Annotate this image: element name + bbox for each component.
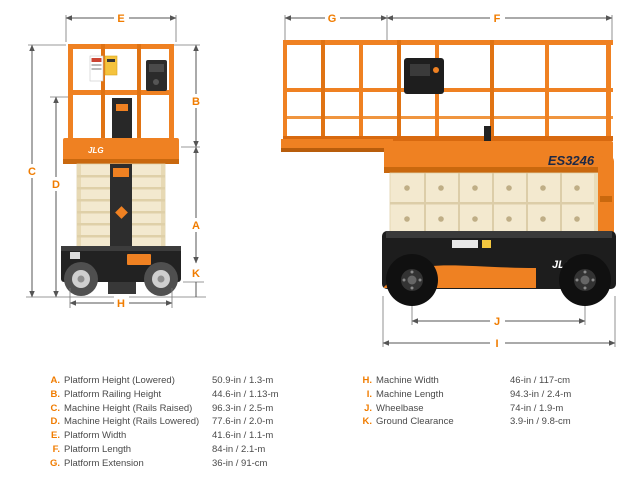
spec-letter: D. [50, 416, 61, 428]
svg-text:B: B [192, 96, 200, 108]
left-machine-railing [68, 44, 174, 140]
left-machine-platform: JLG [63, 138, 179, 164]
dim-label-i: I [490, 336, 505, 350]
right-machine-railing [283, 40, 613, 144]
svg-text:A: A [192, 220, 200, 232]
spec-letter: F. [52, 443, 60, 455]
spec-name: Platform Length [64, 443, 132, 455]
left-machine-brand-logo: JLG [88, 146, 104, 155]
spec-value: 50.9-in / 1.3-m [212, 375, 274, 386]
spec-col-left: A. Platform Height (Lowered) 50.9-in / 1… [44, 374, 344, 471]
svg-text:E: E [117, 13, 124, 25]
spec-row-b: B. Platform Railing Height 44.6-in / 1.1… [44, 388, 344, 402]
spec-value: 36-in / 91-cm [212, 457, 268, 469]
spec-name: Machine Height (Rails Raised) [64, 402, 193, 414]
spec-row-f: F. Platform Length 84-in / 2.1-m [44, 443, 344, 457]
right-machine-control-box [404, 58, 444, 94]
spec-letter: A. [50, 375, 61, 386]
dim-label-c: C [25, 164, 39, 178]
dim-label-e: E [114, 11, 129, 25]
spec-name: Machine Height (Rails Lowered) [64, 416, 200, 428]
svg-text:F: F [494, 13, 501, 25]
spec-letter: H. [362, 375, 373, 386]
spec-name: Machine Width [376, 375, 439, 386]
spec-letter: J. [364, 402, 372, 414]
spec-row-d: D. Machine Height (Rails Lowered) 77.6-i… [44, 415, 344, 429]
spec-row-c: C. Machine Height (Rails Raised) 96.3-in… [44, 402, 344, 416]
right-machine-scissor-stack [389, 172, 603, 236]
spec-name: Platform Extension [64, 457, 144, 469]
spec-name: Platform Railing Height [64, 388, 162, 400]
right-machine-platform: ES3246 [384, 141, 613, 173]
left-machine-mast [112, 98, 132, 140]
spec-letter: G. [49, 457, 60, 469]
spec-name: Platform Height (Lowered) [64, 375, 175, 386]
left-machine-scissor-stack [76, 163, 166, 251]
svg-text:H: H [117, 298, 125, 310]
dim-label-j: J [490, 314, 505, 328]
right-machine-rail-latch [484, 126, 491, 146]
svg-text:J: J [494, 316, 500, 328]
dim-label-f: F [490, 11, 505, 25]
right-machine-wheel-left [386, 254, 438, 306]
dim-label-g: G [325, 11, 340, 25]
spec-letter: B. [50, 388, 61, 400]
svg-text:C: C [28, 166, 36, 178]
dim-label-d: D [49, 177, 63, 191]
spec-letter: K. [362, 416, 373, 428]
left-machine-wheel-left [64, 262, 98, 296]
right-machine-wheel-right [559, 254, 611, 306]
spec-row-k: K. Ground Clearance 3.9-in / 9.8-cm [356, 415, 636, 429]
spec-letter: C. [50, 402, 61, 414]
left-machine-warning-placards [89, 55, 118, 82]
right-machine-side-view: ES3246 [281, 40, 616, 306]
spec-value: 46-in / 117-cm [510, 375, 571, 386]
left-machine-control-box [146, 60, 167, 91]
spec-value: 84-in / 2.1-m [212, 443, 266, 455]
right-machine-side-bracket [598, 156, 614, 244]
spec-row-i: I. Machine Length 94.3-in / 2.4-m [356, 388, 636, 402]
spec-value: 41.6-in / 1.1-m [212, 430, 274, 442]
dimension-diagram: JLG [25, 11, 616, 350]
spec-name: Machine Length [376, 388, 444, 400]
dim-label-a: A [189, 218, 203, 232]
spec-value: 74-in / 1.9-m [510, 402, 564, 414]
svg-text:G: G [328, 13, 337, 25]
svg-text:I: I [495, 338, 498, 350]
dim-label-h: H [114, 296, 129, 310]
dim-label-b: B [189, 94, 203, 108]
spec-value: 96.3-in / 2.5-m [212, 402, 274, 414]
spec-name: Ground Clearance [376, 416, 454, 428]
spec-value: 77.6-in / 2.0-m [212, 416, 274, 428]
spec-row-e: E. Platform Width 41.6-in / 1.1-m [44, 429, 344, 443]
spec-name: Platform Width [64, 430, 127, 442]
right-machine-extension-deck [281, 139, 393, 152]
spec-row-h: H. Machine Width 46-in / 117-cm [356, 374, 636, 388]
spec-value: 44.6-in / 1.13-m [212, 388, 279, 400]
spec-name: Wheelbase [376, 402, 424, 414]
spec-row-g: G. Platform Extension 36-in / 91-cm [44, 457, 344, 471]
spec-value: 3.9-in / 9.8-cm [510, 416, 571, 428]
spec-row-j: J. Wheelbase 74-in / 1.9-m [356, 402, 636, 416]
spec-value: 94.3-in / 2.4-m [510, 388, 572, 400]
dim-label-k: K [189, 266, 203, 280]
spec-row-a: A. Platform Height (Lowered) 50.9-in / 1… [44, 374, 344, 388]
svg-text:D: D [52, 179, 60, 191]
model-badge: ES3246 [548, 153, 595, 168]
spec-letter: I. [366, 388, 372, 400]
left-machine-wheel-right [144, 262, 178, 296]
svg-text:K: K [192, 268, 200, 280]
spec-col-right: H. Machine Width 46-in / 117-cm I. Machi… [356, 374, 636, 429]
left-machine-front-view: JLG [61, 44, 181, 296]
left-dimension-labels: E C D B A K H [25, 11, 203, 310]
spec-letter: E. [51, 430, 60, 442]
right-dimension-labels: G F J I [325, 11, 505, 350]
